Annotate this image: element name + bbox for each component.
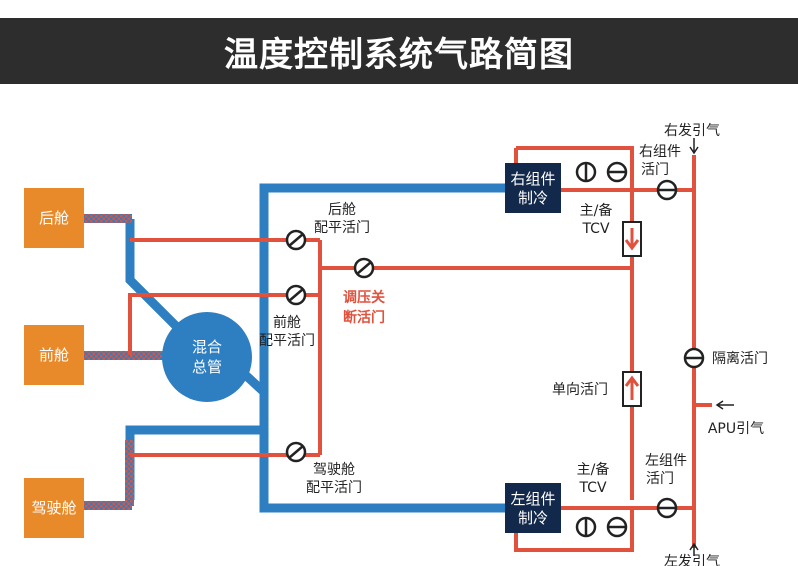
pressure-shutoff-label-1: 调压关 xyxy=(343,289,385,306)
front-trim-label-1: 前舱 xyxy=(273,314,301,331)
pressure-shutoff-valve-icon xyxy=(353,257,375,279)
front-trim-label-2: 配平活门 xyxy=(259,333,315,349)
left-tcv-main-icon xyxy=(575,516,597,538)
mix-manifold-line1: 混合 xyxy=(192,338,222,356)
left-pack-valve-label-2: 活门 xyxy=(646,471,674,487)
cabin-cockpit-label: 驾驶舱 xyxy=(31,499,76,517)
cockpit-trim-label-2: 配平活门 xyxy=(306,480,362,496)
left-tcv-standby-icon xyxy=(606,516,628,538)
rear-cabin-supply-duct xyxy=(84,214,132,223)
right-bleed-label: 右发引气 xyxy=(664,123,720,139)
left-bleed-label: 左发引气 xyxy=(664,554,720,566)
mix-manifold-line2: 总管 xyxy=(192,358,222,376)
cockpit-supply-duct-h xyxy=(84,501,132,510)
left-tcv-label-1: 主/备 xyxy=(577,461,610,478)
right-pack-valve-label-2: 活门 xyxy=(641,162,669,178)
right-pack-valve-icon xyxy=(656,179,678,201)
cabin-front-label: 前舱 xyxy=(39,346,69,364)
right-tcv-standby-icon xyxy=(606,161,628,183)
check-valve-label: 单向活门 xyxy=(552,382,608,398)
cockpit-supply-duct-v xyxy=(125,440,134,506)
apu-bleed-arrow-icon xyxy=(715,400,734,410)
left-pack-valve-label-1: 左组件 xyxy=(645,453,687,469)
isolation-valve-icon xyxy=(683,347,705,369)
rear-trim-valve-icon xyxy=(285,229,307,251)
cabin-cockpit: 驾驶舱 xyxy=(24,478,84,538)
front-trim-valve-icon xyxy=(285,284,307,306)
right-tcv-label-1: 主/备 xyxy=(580,202,613,219)
right-check-valve-icon xyxy=(622,221,642,257)
cabin-rear-label: 后舱 xyxy=(39,209,69,227)
right-pack: 右组件 制冷 xyxy=(505,163,561,213)
apu-bleed-label: APU引气 xyxy=(708,421,764,437)
left-pack-line2: 制冷 xyxy=(518,509,548,527)
front-cabin-supply-duct xyxy=(84,351,164,360)
right-pack-line1: 右组件 xyxy=(510,170,555,188)
left-pack-valve-icon xyxy=(656,497,678,519)
left-pack: 左组件 制冷 xyxy=(505,483,561,533)
diagram-title: 温度控制系统气路简图 xyxy=(0,18,798,84)
valve-icons xyxy=(285,161,705,538)
right-tcv-main-icon xyxy=(575,161,597,183)
mix-manifold: 混合 总管 xyxy=(162,312,252,402)
cockpit-trim-valve-icon xyxy=(285,441,307,463)
left-bleed-arrow-icon xyxy=(689,542,699,556)
cabin-front: 前舱 xyxy=(24,325,84,385)
left-pack-line1: 左组件 xyxy=(510,490,555,508)
isolation-valve-label: 隔离活门 xyxy=(712,350,768,367)
cockpit-trim-label-1: 驾驶舱 xyxy=(313,462,355,478)
cabin-rear: 后舱 xyxy=(24,188,84,248)
rear-trim-label-2: 配平活门 xyxy=(314,220,370,236)
right-pack-line2: 制冷 xyxy=(518,189,548,207)
rear-trim-label-1: 后舱 xyxy=(328,202,356,218)
right-pack-valve-label-1: 右组件 xyxy=(639,144,681,160)
left-tcv-label-2: TCV xyxy=(578,480,607,496)
right-tcv-label-2: TCV xyxy=(581,221,610,237)
right-bleed-arrow-icon xyxy=(689,138,699,155)
pressure-shutoff-label-2: 断活门 xyxy=(343,309,385,326)
left-check-valve-icon xyxy=(622,371,642,407)
